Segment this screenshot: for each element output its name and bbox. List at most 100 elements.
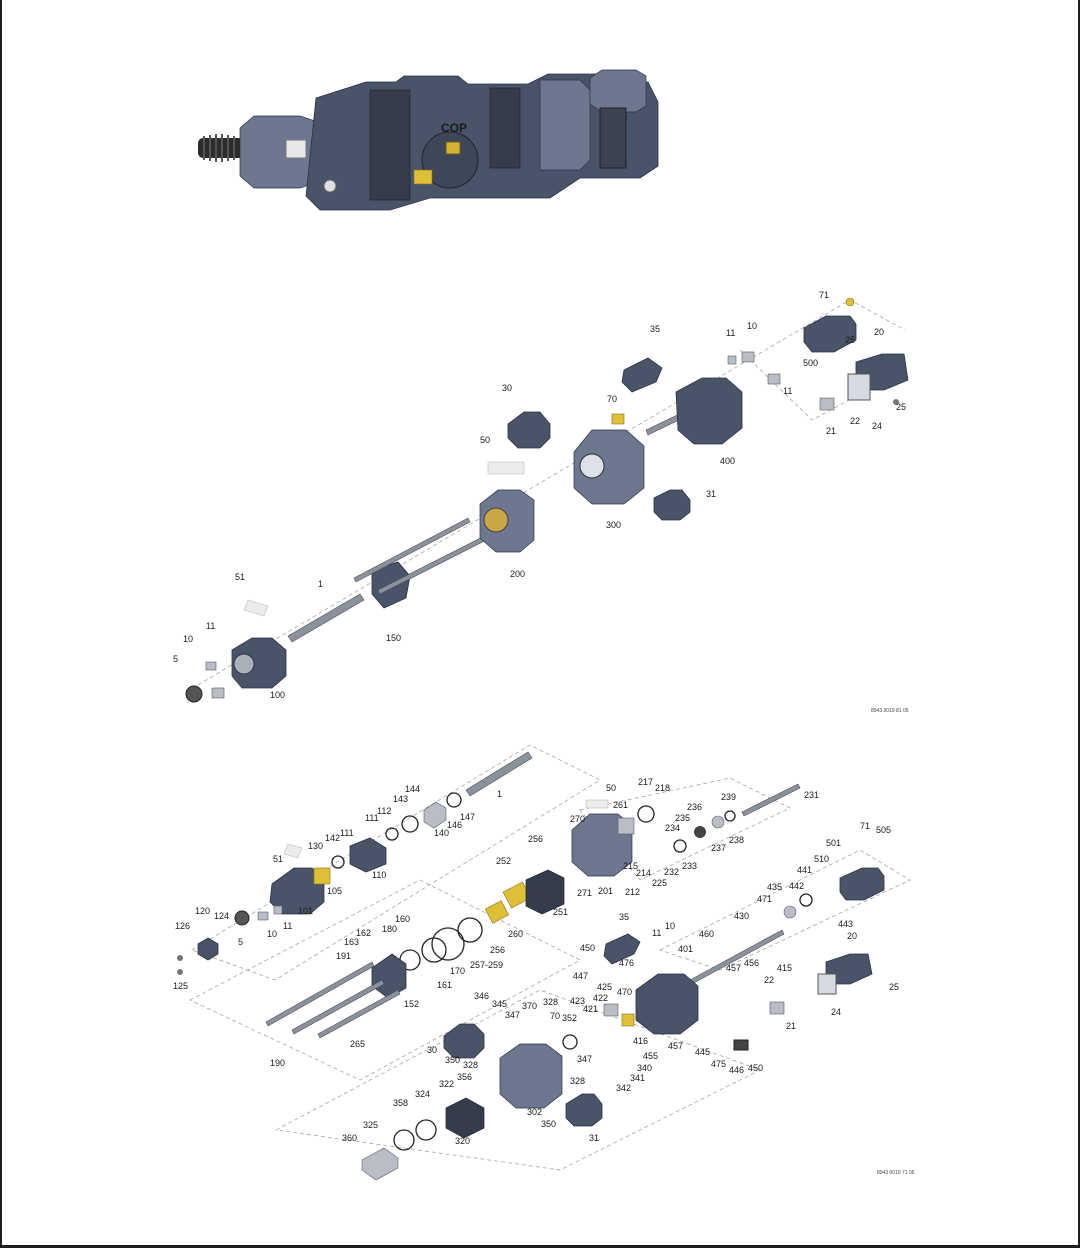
callout-d2-270: 270 [570,814,585,824]
callout-d1-100: 100 [270,690,285,700]
d1-part-5 [185,685,203,703]
callout-d2-328a: 328 [543,997,558,1007]
diagram-2-exploded-parts: 8943 0019 71 05 [177,744,915,1181]
d1-part-70-valve [611,413,625,425]
frame-right-border [1078,0,1080,1248]
callout-d2-5: 5 [238,937,243,947]
d1-part-21 [819,397,835,411]
frame-left-border [0,0,2,1248]
d2-part-152-flange [371,953,407,999]
d2-part-31-cover [565,1093,603,1127]
callout-d1-25b: 25 [896,402,906,412]
callout-d2-501: 501 [826,838,841,848]
callout-d2-24: 24 [831,1007,841,1017]
d2-part-120 [197,937,219,961]
d2-part-126 [177,955,183,961]
d1-part-1-shank [287,593,365,643]
callout-d1-150: 150 [386,633,401,643]
callout-d1-51: 51 [235,572,245,582]
callout-d2-350a: 350 [445,1055,460,1065]
d1-part-51-plate [243,599,269,617]
callout-d2-239: 239 [721,792,736,802]
callout-d2-235: 235 [675,813,690,823]
callout-d2-476: 476 [619,958,634,968]
callout-d2-261: 261 [613,800,628,810]
callout-d1-70: 70 [607,394,617,404]
callout-d2-236: 236 [687,802,702,812]
callout-d2-356: 356 [457,1072,472,1082]
d2-part-257-259-rings [431,927,465,961]
d2-part-10 [257,911,269,921]
callout-d2-170: 170 [450,966,465,976]
housing-bolt [323,179,337,193]
d2-part-320-valve [445,1097,485,1139]
callout-d2-142: 142 [325,833,340,843]
callout-d2-161: 161 [437,980,452,990]
housing-rib [489,87,521,169]
callout-d2-358: 358 [393,1098,408,1108]
callout-d2-442: 442 [789,881,804,891]
callout-d2-457a: 457 [726,963,741,973]
callout-d2-217: 217 [638,777,653,787]
callout-d2-345: 345 [492,999,507,1009]
d1-part-11 [205,661,217,671]
d2-part-142-ring [331,855,345,869]
callout-d2-347b: 347 [577,1054,592,1064]
callout-d2-328b: 328 [463,1060,478,1070]
callout-d2-10b: 10 [665,921,675,931]
d2-part-1-shank [465,751,533,797]
d2-part-360-sleeve [361,1147,399,1181]
callout-d2-105: 105 [327,886,342,896]
callout-d2-510: 510 [814,854,829,864]
d2-part-470 [621,1013,635,1027]
callout-d1-30: 30 [502,383,512,393]
callout-d2-212: 212 [625,887,640,897]
callout-d2-416: 416 [633,1036,648,1046]
callout-d2-130: 130 [308,841,323,851]
callout-d2-328c: 328 [570,1076,585,1086]
d1-part-500-rear-cover [803,315,857,353]
callout-d2-475: 475 [711,1059,726,1069]
d2-part-239-ring [724,810,736,822]
callout-d2-257: 257-259 [470,960,503,970]
callout-d2-350b: 350 [541,1119,556,1129]
callout-d2-423: 423 [570,996,585,1006]
d2-part-110-chuck [349,837,387,873]
callout-d1-11c: 11 [206,621,215,631]
callout-d2-50: 50 [606,783,616,793]
brand-plate [445,141,461,155]
d2-part-251-piston [525,869,565,915]
callout-d2-125: 125 [173,981,188,991]
callout-d1-24: 24 [872,421,882,431]
callout-d2-20: 20 [847,931,857,941]
callout-d2-111b: 111 [340,828,354,838]
d2-part-261 [617,817,635,835]
d2-part-231-shaft [741,783,801,817]
d2-part-358-ring [393,1129,415,1151]
callout-d2-231: 231 [804,790,819,800]
rotation-motor-block [539,79,591,171]
callout-d2-260: 260 [508,929,523,939]
callout-d2-360: 360 [342,1133,357,1143]
callout-d2-251: 251 [553,907,568,917]
callout-d2-430: 430 [734,911,749,921]
d2-rear-zone [659,849,911,971]
callout-d2-218: 218 [655,783,670,793]
callout-d2-450a: 450 [580,943,595,953]
callout-d1-21: 21 [826,426,836,436]
d1-part-300-housing [573,429,645,505]
callout-d2-252: 252 [496,856,511,866]
d2-part-50-gasket [585,799,609,809]
brand-mark: COP [441,121,467,135]
d2-part-105-bushing [313,867,331,885]
d2-part-125 [177,969,183,975]
callout-d2-340: 340 [637,1063,652,1073]
d2-rotation-zone [579,777,791,881]
d1-part-30-cover [507,411,551,449]
d2-part-446 [733,1039,749,1051]
callout-d2-110: 110 [372,870,386,880]
d2-part-170-ring [421,937,447,963]
callout-d2-11b: 11 [652,928,661,938]
